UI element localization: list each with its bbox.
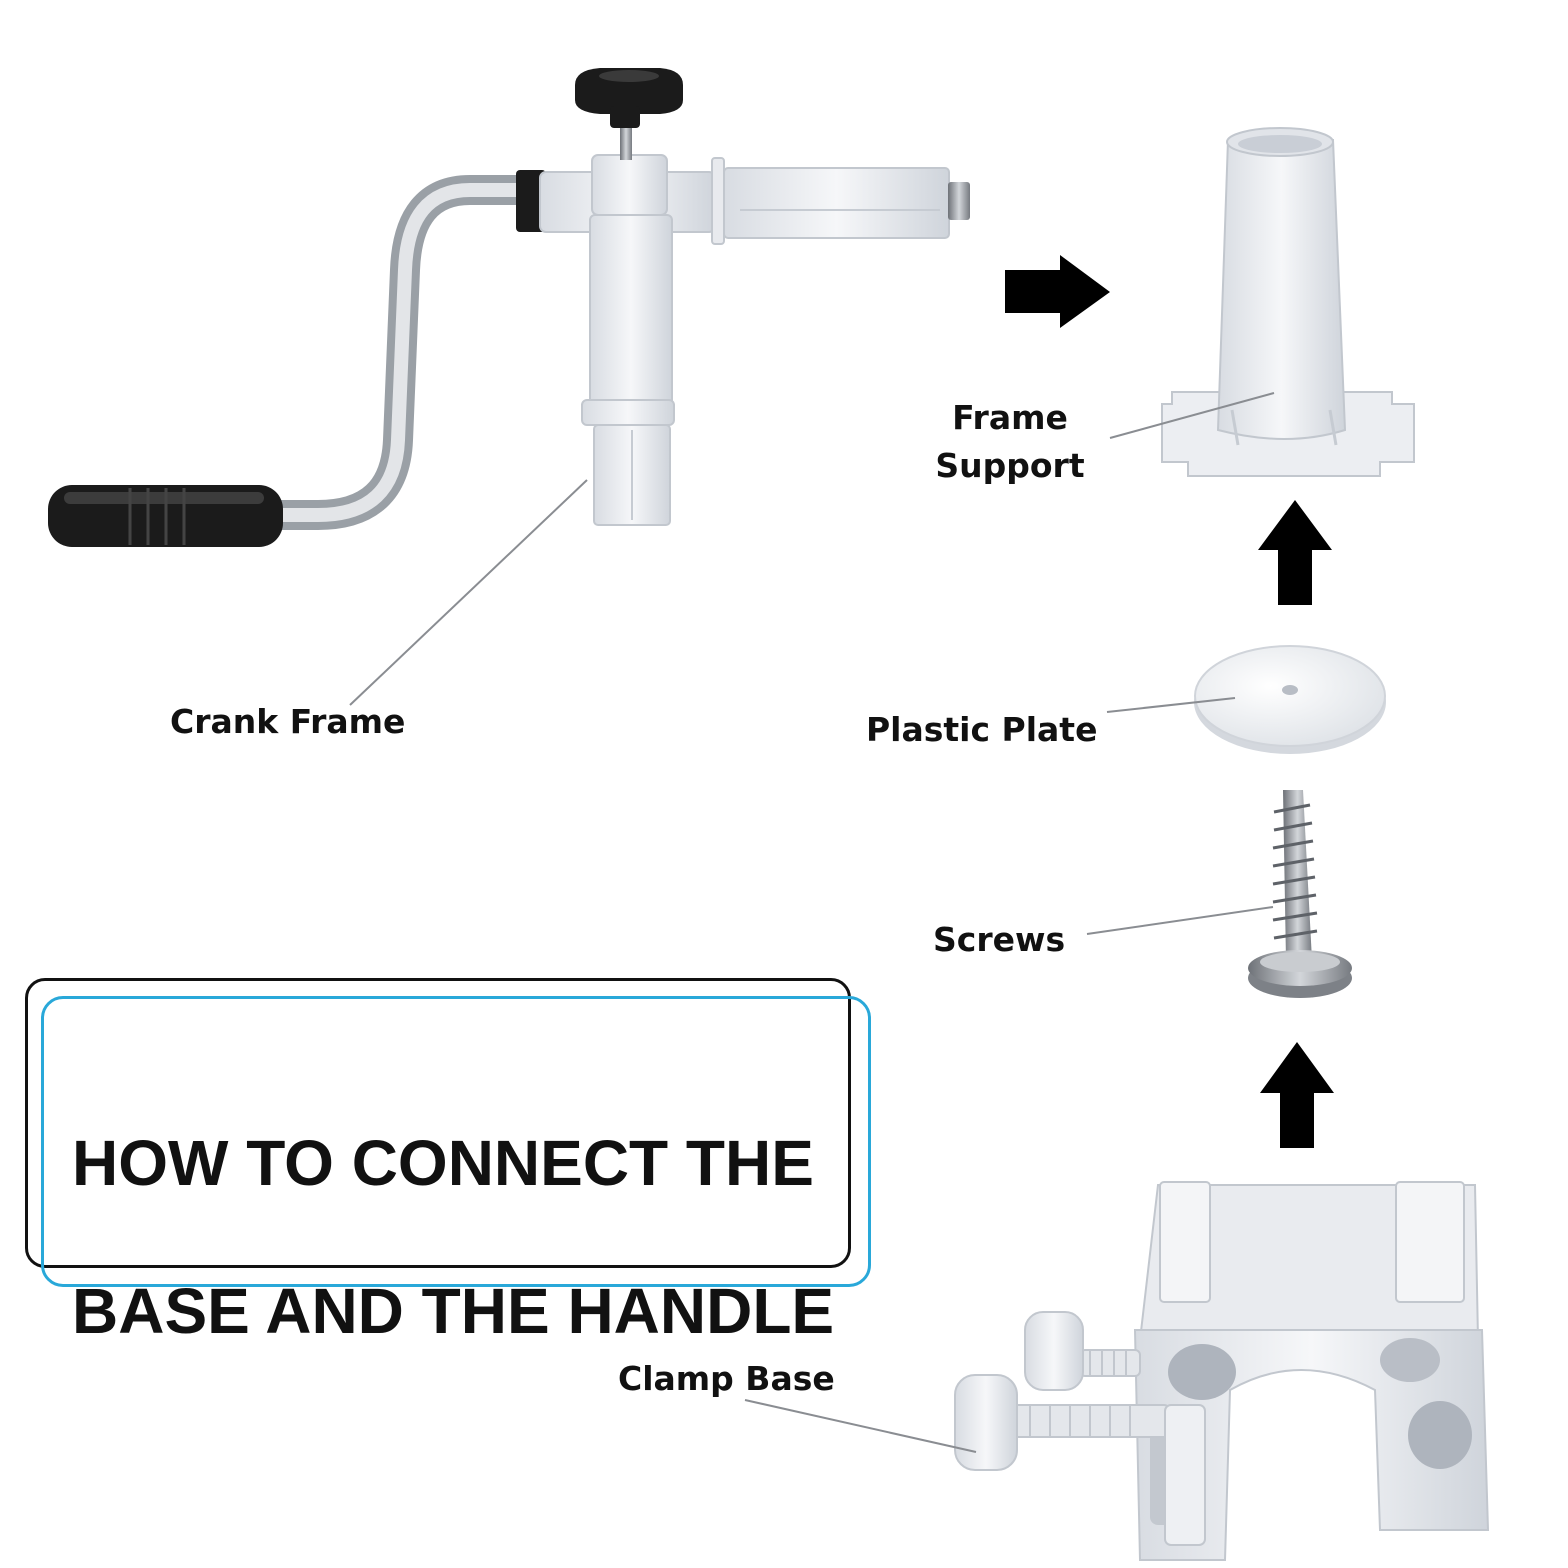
- plastic-plate-image: [1194, 645, 1386, 754]
- title-frame-outer: [25, 978, 851, 1268]
- arrow-right-icon: [1005, 255, 1110, 328]
- frame-support-leader: [1109, 392, 1275, 439]
- plastic-plate-leader: [1106, 697, 1236, 713]
- frame-support-label: Frame Support: [925, 394, 1095, 490]
- crank-frame-image: [48, 68, 970, 547]
- frame-support-image: [1161, 127, 1415, 477]
- clamp-base-image: [954, 1181, 1490, 1561]
- crank-frame-leader: [349, 479, 588, 706]
- crank-frame-label: Crank Frame: [170, 702, 406, 741]
- title-frame-inner: [41, 996, 871, 1287]
- frame-support-label-line1: Frame: [952, 398, 1068, 437]
- screws-leader: [1086, 906, 1274, 935]
- arrow-up-icon: [1260, 1042, 1334, 1148]
- title-line-2: BASE AND THE HANDLE: [72, 1275, 835, 1347]
- clamp-base-label: Clamp Base: [618, 1359, 835, 1398]
- title-line-1: HOW TO CONNECT THE: [72, 1127, 814, 1199]
- arrow-up-icon: [1258, 500, 1332, 605]
- screws-label: Screws: [933, 920, 1066, 959]
- screw-image: [1248, 790, 1352, 998]
- clamp-base-leader: [744, 1399, 977, 1453]
- frame-support-label-line2: Support: [935, 445, 1085, 485]
- plastic-plate-label: Plastic Plate: [866, 710, 1098, 749]
- page-title: HOW TO CONNECT THE BASE AND THE HANDLE: [72, 1052, 852, 1422]
